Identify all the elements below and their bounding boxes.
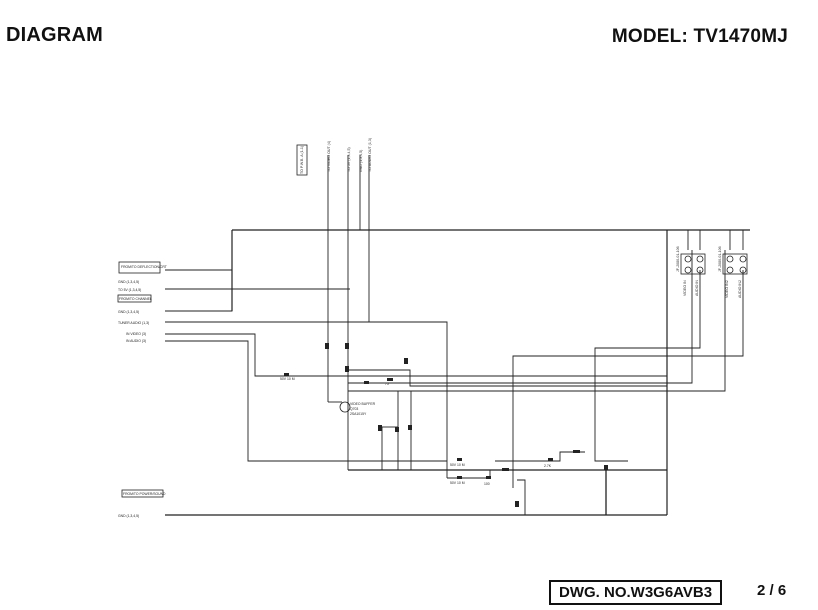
left-signal-1: GND (1,3,4,5) [118, 280, 139, 284]
box-channel-label: FROM/TO CHANNEL [119, 297, 152, 301]
diagram-title: DIAGRAM [6, 24, 103, 46]
jack-j702 [722, 253, 748, 275]
box-power-sound [121, 489, 164, 498]
jack1-part: JF-2080-01-106 [676, 246, 680, 272]
box-deflection [118, 261, 161, 274]
jack2-pin2: AUDIO IN2 [738, 280, 742, 298]
left-signal-4: TUNER AUDIO (1,3) [118, 321, 149, 325]
page-number: 2 / 6 [757, 582, 787, 599]
jacks [680, 253, 748, 275]
value-r706: 75 [385, 382, 389, 386]
drawing-number: DWG. NO.W3G6AVB3 [549, 580, 723, 605]
components [284, 343, 608, 507]
box-channel [117, 294, 152, 303]
top-signal-1: TO VIDEO OUT (4) [327, 141, 331, 172]
jack1-pin1: VIDEO IN [683, 280, 687, 296]
top-connector-box [296, 144, 308, 176]
transistor-desc: VIDEO BUFFER [350, 402, 376, 406]
transistor-part: 2SA1015Y [350, 412, 367, 416]
value-r713: 2.7K [544, 464, 552, 468]
value-r711: 100 [484, 482, 490, 486]
value-c713: 50V 10 M [450, 481, 465, 485]
left-signal-5: IN VIDEO (3) [126, 332, 146, 336]
model-label: MODEL: TV1470MJ [611, 26, 788, 47]
transistor-ref: Q703 [350, 407, 358, 411]
left-signal-2: TO 5V (1,3,4,5) [118, 288, 141, 292]
jack2-pin1: VIDEO IN2 [725, 280, 729, 298]
left-signal-6: IN AUDIO (3) [126, 339, 146, 343]
jack-j701 [680, 253, 706, 275]
left-signal-7: GND (1,3,4,5) [118, 514, 139, 518]
top-signal-3: GND (1,3,4,5) [359, 150, 363, 172]
box-deflection-label: FROM/TO DEFLECTION/CRT [121, 265, 167, 269]
jack2-part: JF-2080-01-106 [718, 246, 722, 272]
value-c714: 50V 10 M [450, 463, 465, 467]
box-power-sound-label: FROM/TO POWER/SOUND [123, 492, 166, 496]
transistor-q703 [339, 401, 351, 413]
value-c706: 50V 10 M [280, 377, 295, 381]
jack1-pin2: AUDIO IN [695, 280, 699, 296]
top-box-label: TO P.W.B. A (1-1) [300, 146, 304, 174]
top-signal-4: TO AUDIO OUT (1,3) [368, 138, 372, 172]
left-signal-3: GND (1,3,4,5) [118, 310, 139, 314]
top-signal-2: TO 5V (1,3,4,5) [347, 147, 351, 172]
